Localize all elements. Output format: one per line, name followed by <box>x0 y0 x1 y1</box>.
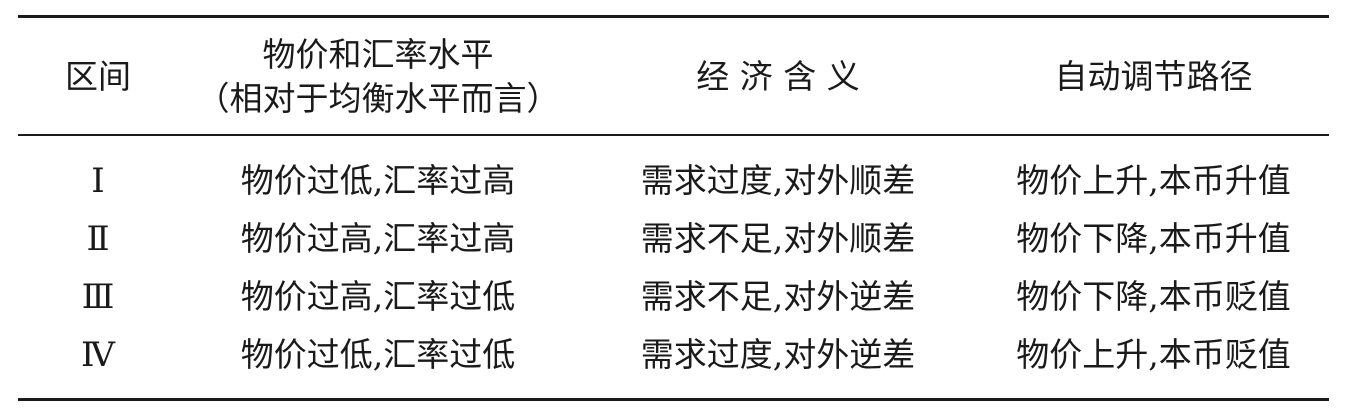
header-interval: 区间 <box>18 24 178 130</box>
row-4-interval: Ⅳ <box>81 335 115 375</box>
row-2-level: 物价过高,汇率过高 <box>240 219 516 258</box>
adjustment-table: 区间 物价和汇率水平 （相对于均衡水平而言） 经 济 含 义 自动调节路径 Ⅰ … <box>18 0 1329 420</box>
table-header-rule <box>18 134 1329 136</box>
header-path-label: 自动调节路径 <box>1054 57 1253 96</box>
header-level: 物价和汇率水平 （相对于均衡水平而言） <box>178 24 578 130</box>
row-3-interval: Ⅲ <box>81 277 115 317</box>
row-4-path: 物价上升,本币贬值 <box>1016 335 1291 374</box>
row-2-meaning: 需求不足,对外顺差 <box>640 219 916 258</box>
header-meaning-label: 经 济 含 义 <box>696 57 860 96</box>
row-2-path: 物价下降,本币升值 <box>1016 219 1291 258</box>
row-3-path: 物价下降,本币贬值 <box>1016 277 1291 316</box>
row-2-interval: Ⅱ <box>86 219 110 259</box>
row-3-meaning: 需求不足,对外逆差 <box>640 277 916 316</box>
header-level-line2: （相对于均衡水平而言） <box>196 79 560 118</box>
header-path: 自动调节路径 <box>978 24 1329 130</box>
header-meaning: 经 济 含 义 <box>578 24 978 130</box>
row-1-meaning: 需求过度,对外顺差 <box>640 161 916 200</box>
header-interval-label: 区间 <box>65 57 131 96</box>
header-level-line1: 物价和汇率水平 <box>262 35 494 74</box>
row-1-interval: Ⅰ <box>91 161 105 201</box>
row-4-meaning: 需求过度,对外逆差 <box>640 335 916 374</box>
row-3-level: 物价过高,汇率过低 <box>240 277 516 316</box>
table-top-rule <box>18 15 1329 18</box>
row-1-level: 物价过低,汇率过高 <box>240 161 516 200</box>
table-bottom-rule <box>18 398 1329 401</box>
row-1-path: 物价上升,本币升值 <box>1016 161 1291 200</box>
row-4-level: 物价过低,汇率过低 <box>240 335 516 374</box>
